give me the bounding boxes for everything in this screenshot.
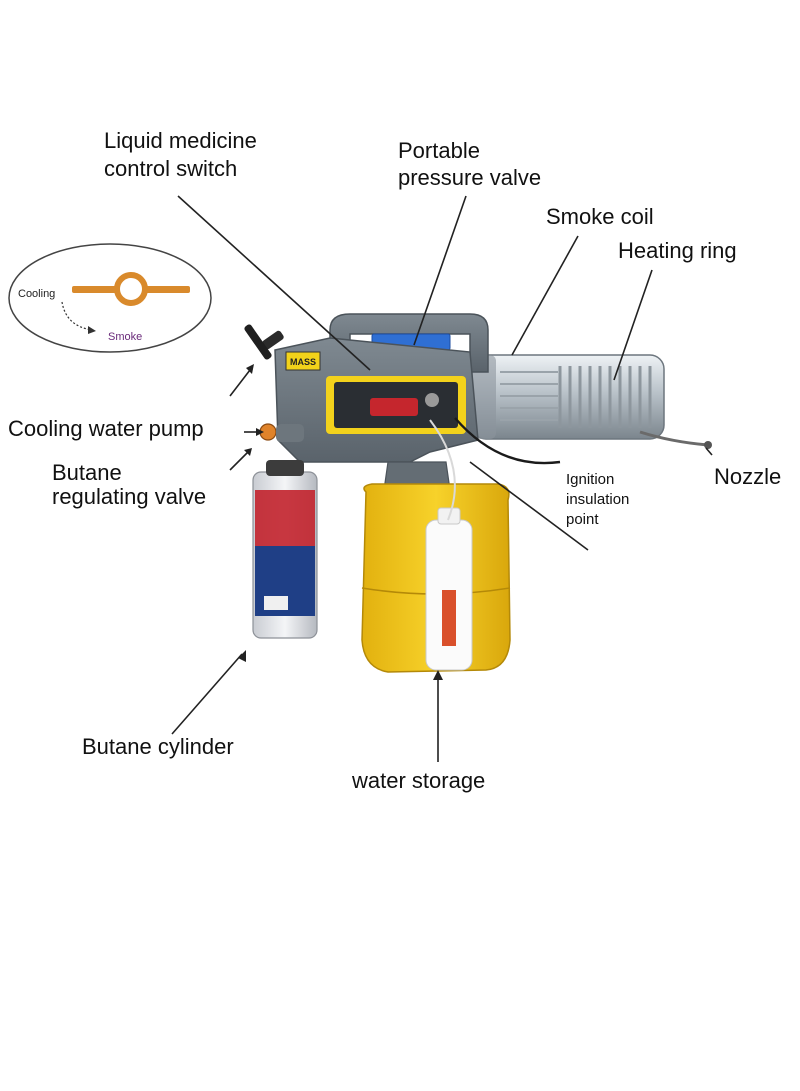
- callout-labels: Liquid medicine control switch Portable …: [8, 128, 781, 793]
- ignition-wire: [454, 417, 561, 465]
- arrow-butane-valve: [244, 448, 252, 456]
- label-cooling-water-pump: Cooling water pump: [8, 416, 204, 441]
- label-pressure-valve-line2: pressure valve: [398, 165, 541, 190]
- label-butane-cylinder: Butane cylinder: [82, 734, 234, 759]
- device-badge-text: MASS: [290, 357, 316, 367]
- switch-inset-frame: [8, 243, 212, 353]
- label-nozzle: Nozzle: [714, 464, 781, 489]
- arrow-water-storage: [433, 670, 443, 680]
- liquid-control-knob: [244, 324, 284, 360]
- switch-lever-ring: [114, 272, 148, 306]
- label-smoke-coil: Smoke coil: [546, 204, 654, 229]
- leader-smoke-coil: [511, 235, 579, 356]
- nozzle-pipe: [639, 430, 709, 447]
- liquid-feed-tube: [429, 419, 456, 521]
- label-heating-ring: Heating ring: [618, 238, 737, 263]
- leader-pressure-valve: [413, 195, 467, 346]
- medicine-bottle: [425, 507, 473, 671]
- heating-ring-fins: [558, 366, 652, 428]
- label-liquid-switch-line2: control switch: [104, 156, 237, 181]
- leader-lines: [171, 195, 713, 762]
- label-liquid-switch-line1: Liquid medicine: [104, 128, 257, 153]
- switch-direction-arrow: [61, 301, 93, 331]
- leader-butane-valve: [229, 451, 249, 471]
- leader-cooling-pump: [229, 369, 251, 397]
- label-pressure-valve-line1: Portable: [398, 138, 480, 163]
- leader-butane-cylinder: [171, 653, 243, 735]
- pump-neck: [276, 424, 304, 442]
- butane-canister: [252, 460, 318, 639]
- label-ignition-line3: point: [566, 511, 599, 528]
- nozzle-tip: [704, 441, 712, 449]
- inset-cooling-label: Cooling: [18, 288, 55, 300]
- arrow-pump-side: [256, 428, 264, 436]
- smoke-coil-tube: [471, 354, 665, 440]
- label-water-storage: water storage: [351, 768, 485, 793]
- leader-ignition: [469, 461, 589, 551]
- label-ignition-line2: insulation: [566, 491, 629, 508]
- inset-smoke-label: Smoke: [108, 331, 142, 343]
- label-butane-valve-line2: regulating valve: [52, 484, 206, 509]
- leader-liquid-switch: [177, 195, 371, 371]
- smoke-coil-windings: [500, 371, 558, 421]
- label-ignition-line1: Ignition: [566, 471, 614, 488]
- switch-arrow-head: [88, 326, 96, 334]
- control-window-red-part: [370, 398, 418, 416]
- control-window-knob: [425, 393, 439, 407]
- arrow-butane-cylinder: [238, 650, 246, 662]
- label-butane-valve-line1: Butane: [52, 460, 122, 485]
- arrow-cooling-pump: [246, 364, 254, 374]
- switch-inset: Cooling Smoke: [8, 243, 212, 353]
- leader-nozzle: [705, 447, 713, 456]
- fogger-device: MASS: [244, 313, 712, 673]
- leader-heating-ring: [613, 269, 653, 381]
- device-badge-plate: [285, 351, 321, 371]
